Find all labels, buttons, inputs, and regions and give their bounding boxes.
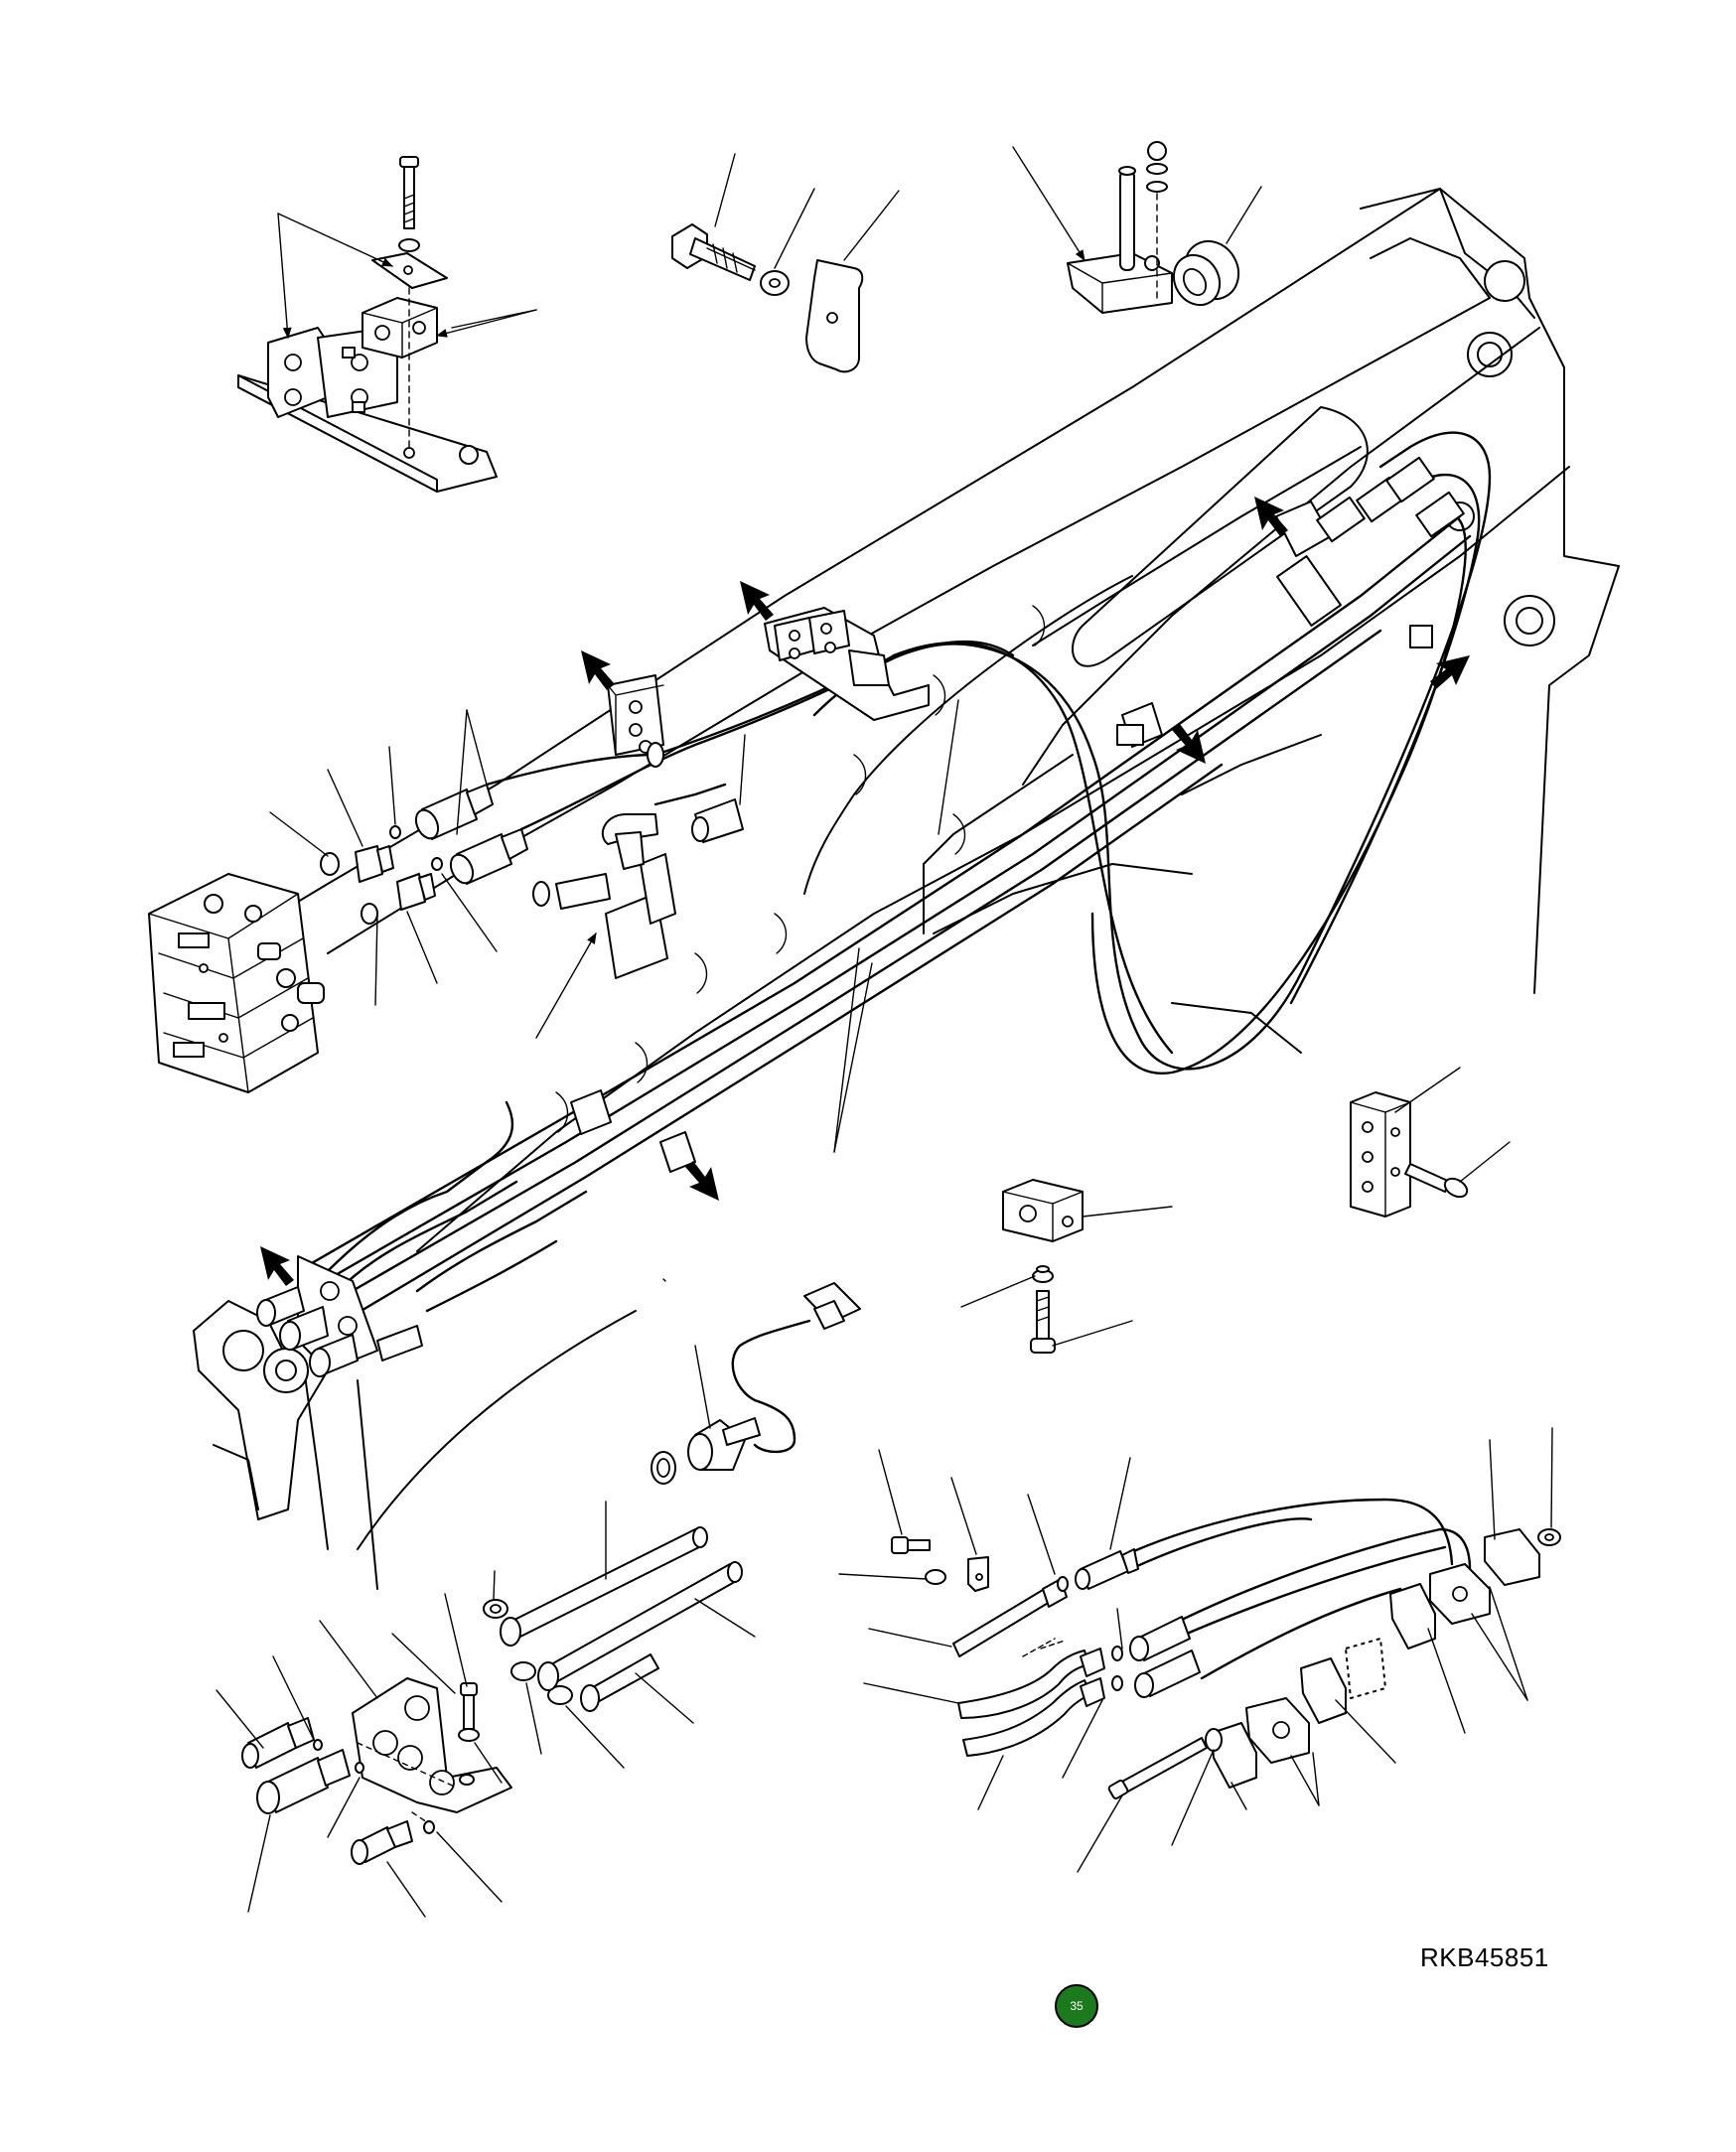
boom-hose-run bbox=[296, 431, 1492, 1333]
front-manifold-couplings bbox=[256, 1255, 423, 1377]
center-clamp-block bbox=[960, 1179, 1173, 1354]
boom-top-fittings bbox=[1116, 456, 1465, 746]
valve-hose-lines bbox=[485, 640, 1015, 831]
locator-arrows bbox=[260, 497, 1470, 1286]
pin-bracket-assembly bbox=[1012, 141, 1262, 314]
auxiliary-hose-kit bbox=[838, 1427, 1561, 1873]
hose-clamp-plate-assembly bbox=[237, 156, 537, 493]
bracket-fastener-set bbox=[671, 153, 900, 373]
mid-hose-clamps bbox=[532, 607, 930, 1039]
boom-leader-lines bbox=[662, 699, 959, 1282]
page-number: 35 bbox=[1070, 1999, 1084, 2013]
control-valve-block bbox=[148, 873, 325, 1093]
electrical-harness-switch bbox=[651, 1282, 861, 1485]
coupler-bracket-kit bbox=[216, 1501, 756, 1918]
page-number-badge[interactable]: 35 bbox=[1055, 1984, 1098, 2028]
side-clamp-and-screw bbox=[1350, 1067, 1511, 1218]
valve-adapter-fittings bbox=[269, 709, 528, 1006]
drawing-reference-code: RKB45851 bbox=[1420, 1942, 1549, 1972]
